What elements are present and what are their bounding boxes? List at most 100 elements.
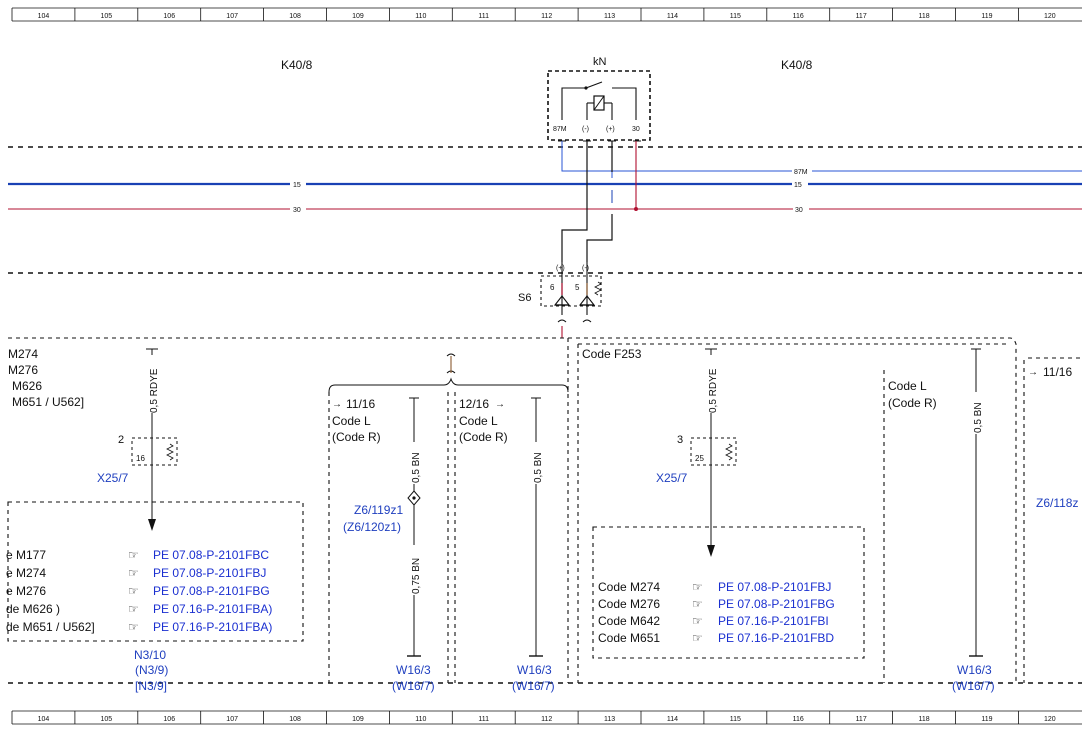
pointing-hand-icon: ☞: [128, 620, 139, 634]
left-code-line: M274: [8, 347, 38, 361]
ref-link[interactable]: PE 07.16-P-2101FBA): [153, 602, 272, 616]
ruler-cell: 111: [478, 716, 489, 723]
mid-a-arrow-label: 11/16: [346, 397, 375, 411]
junction-dot: [634, 207, 638, 211]
ruler-cell: 118: [918, 13, 929, 20]
ruler-cell: 116: [793, 716, 804, 723]
ref-link[interactable]: PE 07.16-P-2101FBD: [718, 631, 834, 645]
arrow-down-icon: [707, 545, 715, 557]
mid-b-code-r: (Code R): [459, 430, 508, 444]
ref-code: Code M651: [598, 631, 660, 645]
right-connector-num: 3: [677, 434, 683, 446]
far-right-ground: W16/3: [957, 663, 992, 677]
mid-a-ground: W16/3: [396, 663, 431, 677]
mid-a-wire-bot: 0,75 BN: [411, 558, 422, 594]
left-code-line: M276: [8, 363, 38, 377]
ruler-cell: 111: [478, 13, 489, 20]
relay-ref-left: K40/8: [281, 58, 313, 72]
ruler-cell: 115: [730, 716, 741, 723]
far-right-splice: Z6/118z: [1036, 496, 1078, 510]
left-n3-line: (N3/9): [135, 663, 168, 677]
ruler-cell: 108: [289, 13, 301, 20]
relay-kn: 87M (-) (+) 30: [547, 70, 651, 142]
ref-link[interactable]: PE 07.08-P-2101FBG: [153, 584, 270, 598]
wire-label-15-left: 15: [293, 182, 301, 189]
right-pin: 25: [695, 454, 704, 463]
ruler-cell: 112: [541, 13, 552, 20]
pointing-hand-icon: ☞: [692, 597, 703, 611]
pointing-hand-icon: ☞: [128, 602, 139, 616]
resistor-icon: [594, 281, 602, 296]
pointing-hand-icon: ☞: [692, 631, 703, 645]
left-ref-list: e M177 ☞ PE 07.08-P-2101FBC e M274 ☞ PE 07.08…: [6, 548, 272, 634]
wire-label-87m: 87M: [794, 169, 808, 176]
ref-link[interactable]: PE 07.08-P-2101FBJ: [153, 566, 266, 580]
mid-a-wire-top: 0,5 BN: [411, 452, 422, 483]
switch-name: S6: [518, 292, 531, 304]
pointing-hand-icon: ☞: [128, 584, 139, 598]
wire-break-icon: [557, 319, 567, 323]
left-connector: X25/7: [97, 471, 129, 485]
right-block: Code F253 0,5 RDYE 3 25 X25/7 Code M274☞…: [582, 347, 835, 645]
mid-b-code: Code L: [459, 414, 498, 428]
switch-s6: S6 (+) (-) 6 5: [518, 262, 602, 338]
left-pin: 16: [136, 454, 145, 463]
ruler-cell: 106: [163, 13, 175, 20]
mid-column-b: 12/16 → Code L (Code R) 0,5 BN W16/3 (W1…: [459, 397, 555, 693]
far-right-block: Code L (Code R) 0,5 BN W16/3 (W16/7) → 1…: [888, 348, 1078, 693]
ref-link[interactable]: PE 07.08-P-2101FBJ: [718, 580, 831, 594]
right-wire-label: 0,5 RDYE: [708, 368, 719, 413]
mid-a-arrow-icon: →: [332, 399, 342, 410]
left-block: M274 M276 M626 M651 / U562] 0,5 RDYE 2 1…: [6, 347, 272, 693]
ruler-cell: 109: [352, 13, 364, 20]
ruler-cell: 114: [667, 13, 678, 20]
wire-label-15-right: 15: [794, 182, 802, 189]
mid-b-arrow-icon: →: [495, 399, 505, 410]
ref-code: Code M276: [598, 597, 660, 611]
ruler-cell: 118: [918, 716, 929, 723]
far-right-ground-alt: (W16/7): [952, 679, 995, 693]
pin-minus: (-): [582, 126, 589, 133]
mid-b-ground: W16/3: [517, 663, 552, 677]
wire-label-30-right: 30: [795, 207, 803, 214]
ref-link[interactable]: PE 07.16-P-2101FBA): [153, 620, 272, 634]
ruler-cell: 115: [730, 13, 741, 20]
ruler-cell: 108: [289, 716, 301, 723]
pin-87m: 87M: [553, 126, 567, 133]
wire-label-30-left: 30: [293, 207, 301, 214]
pin-plus: (+): [606, 126, 615, 133]
bus-wires: [8, 141, 1082, 262]
ref-code: de M626 ): [6, 602, 60, 616]
ref-link[interactable]: PE 07.16-P-2101FBI: [718, 614, 829, 628]
ruler-cell: 120: [1044, 13, 1056, 20]
ref-link[interactable]: PE 07.08-P-2101FBC: [153, 548, 269, 562]
wire-break-icon: [582, 319, 592, 323]
pointing-hand-icon: ☞: [128, 548, 139, 562]
section-frames: [7, 337, 1082, 683]
ruler-cell: 117: [856, 716, 867, 723]
ruler-cell: 109: [352, 716, 364, 723]
ref-code: Code M642: [598, 614, 660, 628]
left-n3-line: [N3/9]: [135, 679, 167, 693]
switch-pol-minus: (-): [582, 265, 589, 272]
left-code-line: M626: [12, 379, 42, 393]
right-code: Code F253: [582, 347, 642, 361]
ruler-cell: 110: [415, 716, 426, 723]
mid-b-wire: 0,5 BN: [533, 452, 544, 483]
ref-code: Code M274: [598, 580, 660, 594]
resistor-icon: [166, 443, 174, 461]
far-right-arrow-icon: →: [1028, 367, 1038, 378]
ref-link[interactable]: PE 07.08-P-2101FBG: [718, 597, 835, 611]
ref-code: e M274: [6, 566, 46, 580]
ruler-cell: 110: [415, 13, 426, 20]
ref-code: e M177: [6, 548, 46, 562]
switch-pin-5: 5: [575, 283, 580, 292]
ruler-cell: 104: [38, 13, 50, 20]
pin-30: 30: [632, 126, 640, 133]
left-n3-line: N3/10: [134, 648, 166, 662]
ruler-cell: 113: [604, 13, 615, 20]
ref-code: de M651 / U562]: [6, 620, 95, 634]
